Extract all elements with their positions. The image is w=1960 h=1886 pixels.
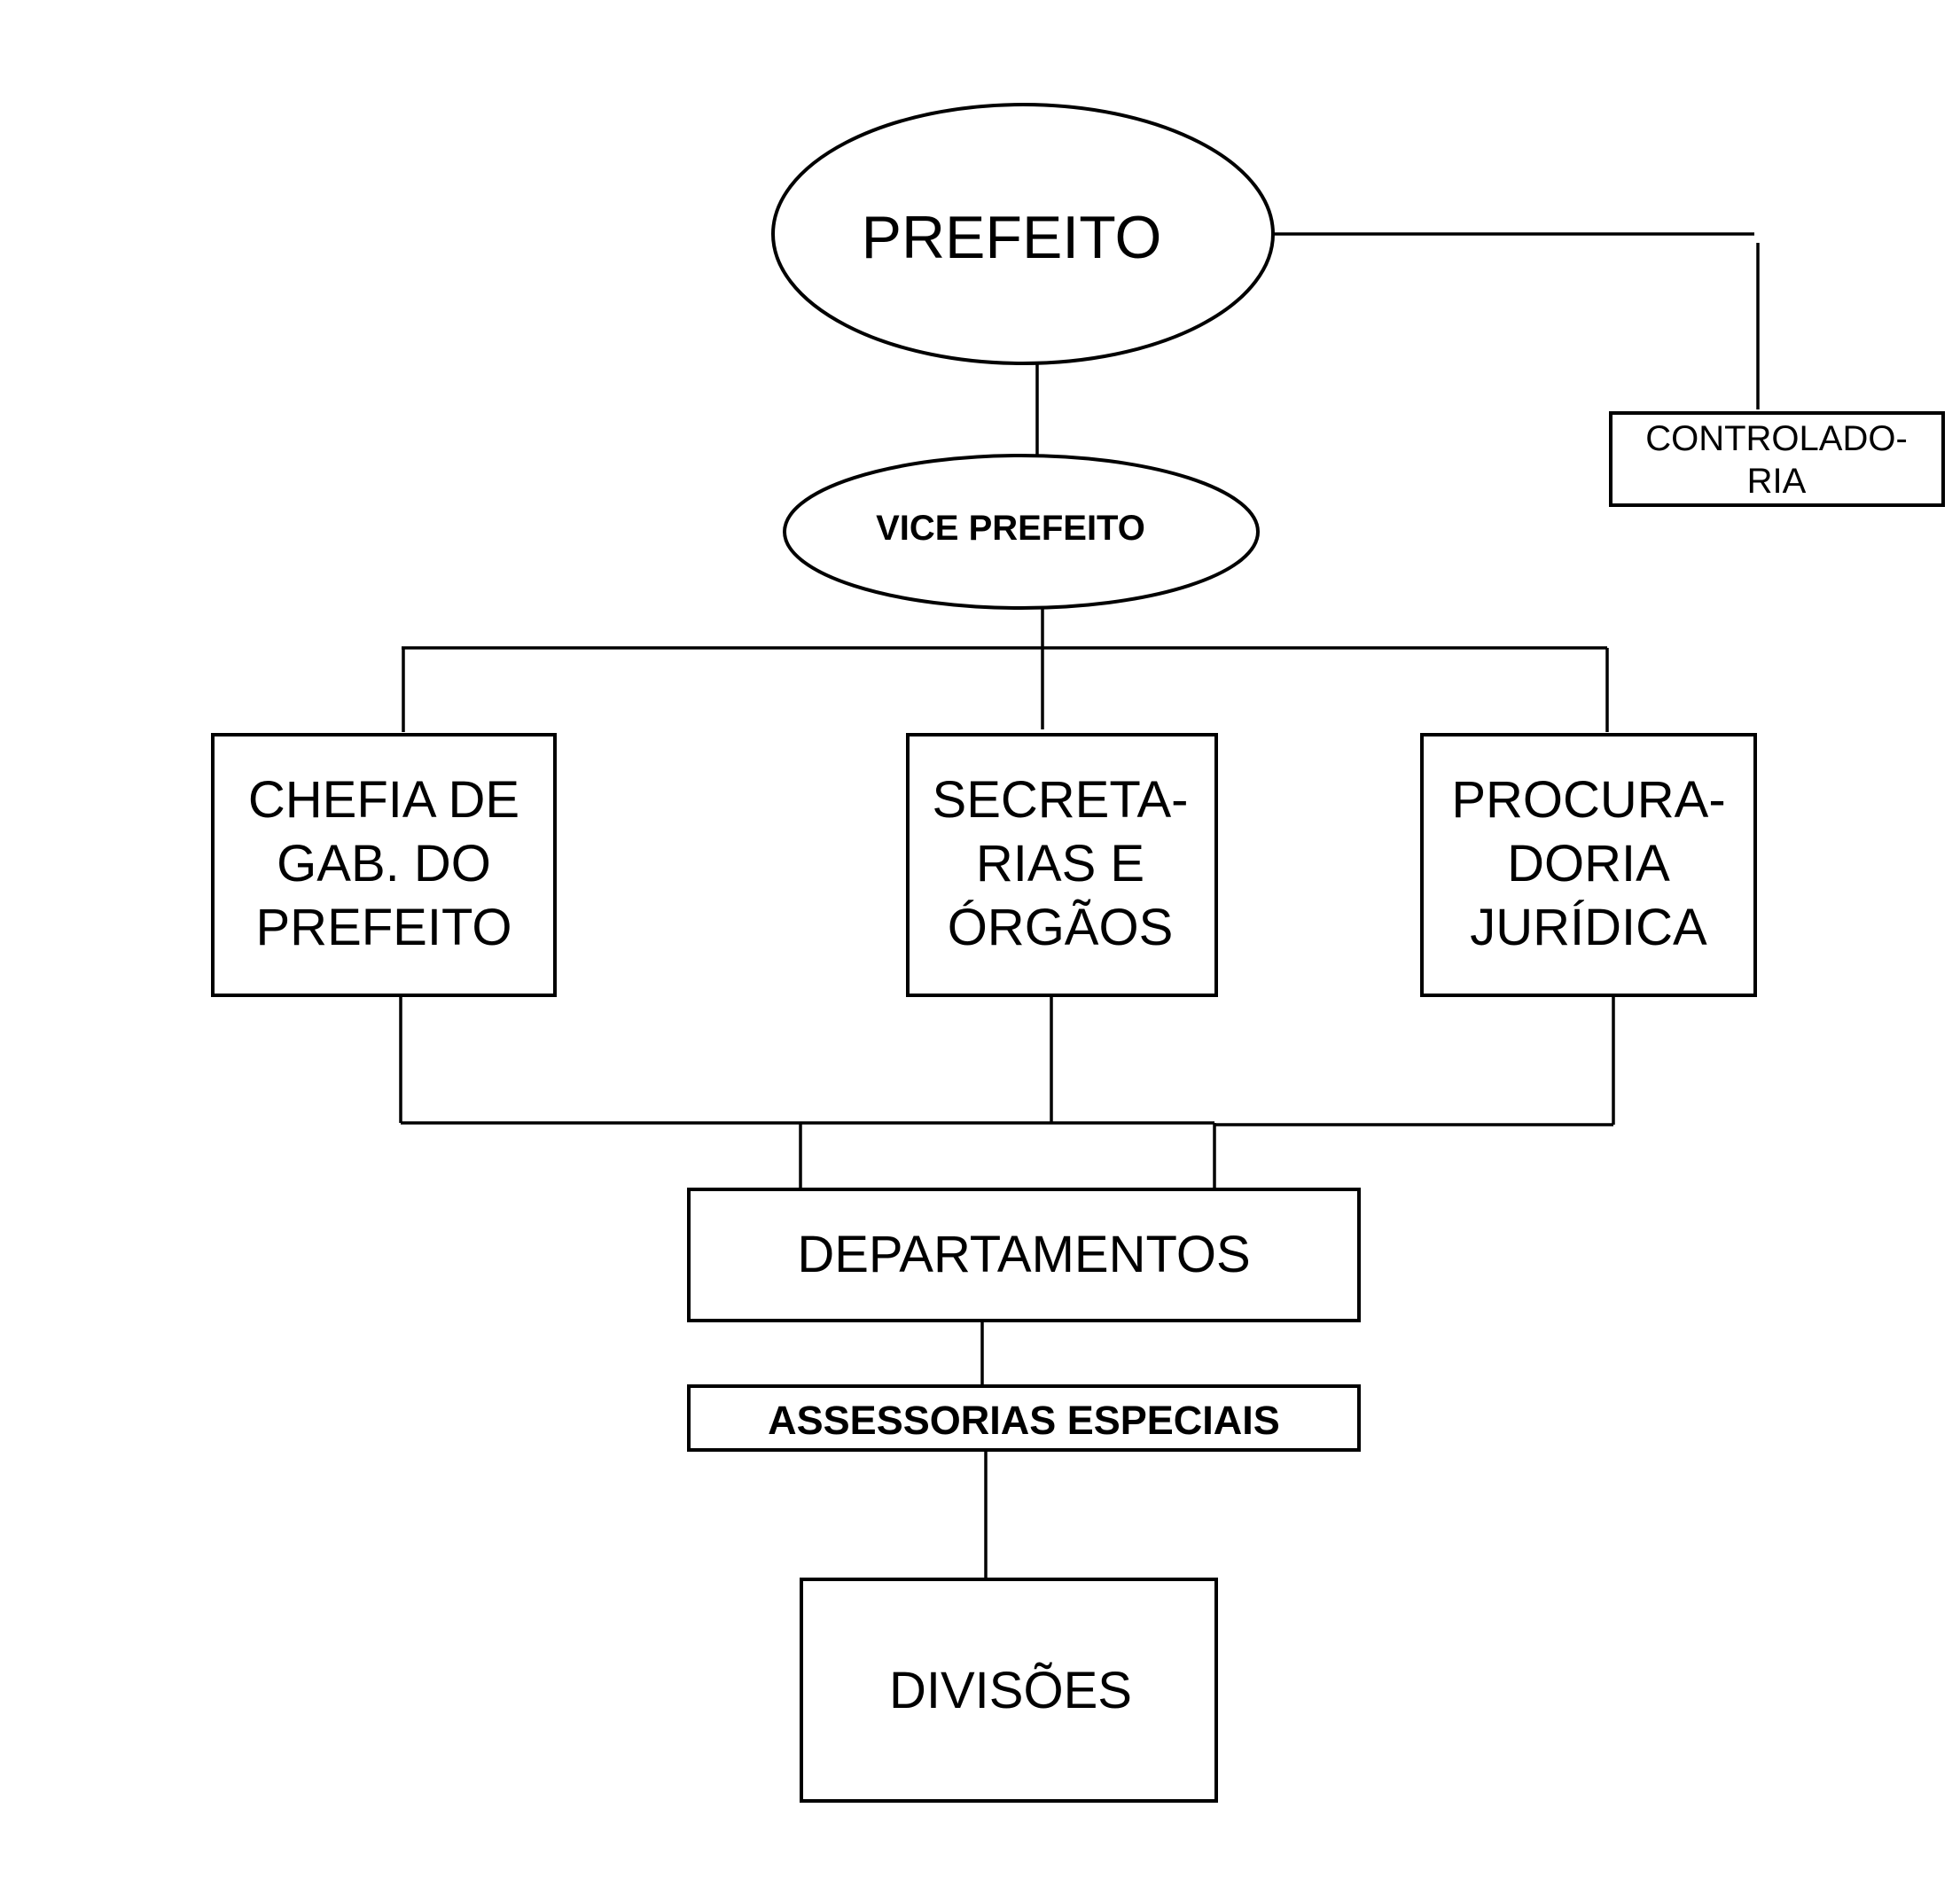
controladoria-box [1609, 411, 1945, 507]
node-controladoria: CONTROLADO- RIA [1609, 411, 1945, 507]
secretarias-label-line-3: ÓRGÃOS [948, 899, 1174, 956]
departamentos-label: DEPARTAMENTOS [797, 1226, 1250, 1283]
node-procuradoria: PROCURA- DORIA JURÍDICA [1420, 733, 1757, 997]
node-departamentos: DEPARTAMENTOS [687, 1188, 1361, 1322]
procuradoria-label-line-2: DORIA [1507, 835, 1670, 892]
node-prefeito: PREFEITO [771, 103, 1275, 365]
procuradoria-label-line-1: PROCURA- [1451, 771, 1725, 829]
divisoes-label: DIVISÕES [889, 1662, 1132, 1719]
chefia-gabinete-label-line-2: GAB. DO [277, 835, 491, 892]
vice-prefeito-ellipse [783, 454, 1260, 610]
chefia-gabinete-label-line-3: PREFEITO [256, 899, 512, 956]
secretarias-label-line-2: RIAS E [976, 835, 1144, 892]
chefia-gabinete-label-line-1: CHEFIA DE [248, 771, 519, 829]
secretarias-box [906, 733, 1218, 997]
assessorias-label: ASSESSORIAS ESPECIAIS [768, 1398, 1280, 1443]
controladoria-label-line-2: RIA [1747, 462, 1807, 501]
controladoria-label-line-1: CONTROLADO- [1645, 419, 1908, 458]
procuradoria-label-line-3: JURÍDICA [1470, 899, 1707, 956]
node-vice-prefeito: VICE PREFEITO [783, 454, 1260, 610]
vice-prefeito-label: VICE PREFEITO [876, 509, 1145, 548]
chefia-gabinete-box [211, 733, 557, 997]
prefeito-ellipse [771, 103, 1275, 365]
secretarias-label-line-1: SECRETA- [933, 771, 1189, 829]
prefeito-label: PREFEITO [862, 204, 1162, 271]
connector-lines [399, 232, 1760, 1578]
node-assessorias: ASSESSORIAS ESPECIAIS [687, 1384, 1361, 1452]
assessorias-box [687, 1384, 1361, 1452]
node-secretarias: SECRETA- RIAS E ÓRGÃOS [906, 733, 1218, 997]
divisoes-box [800, 1578, 1218, 1803]
node-chefia-gabinete: CHEFIA DE GAB. DO PREFEITO [211, 733, 557, 997]
node-divisoes: DIVISÕES [800, 1578, 1218, 1803]
departamentos-box [687, 1188, 1361, 1322]
procuradoria-box [1420, 733, 1757, 997]
